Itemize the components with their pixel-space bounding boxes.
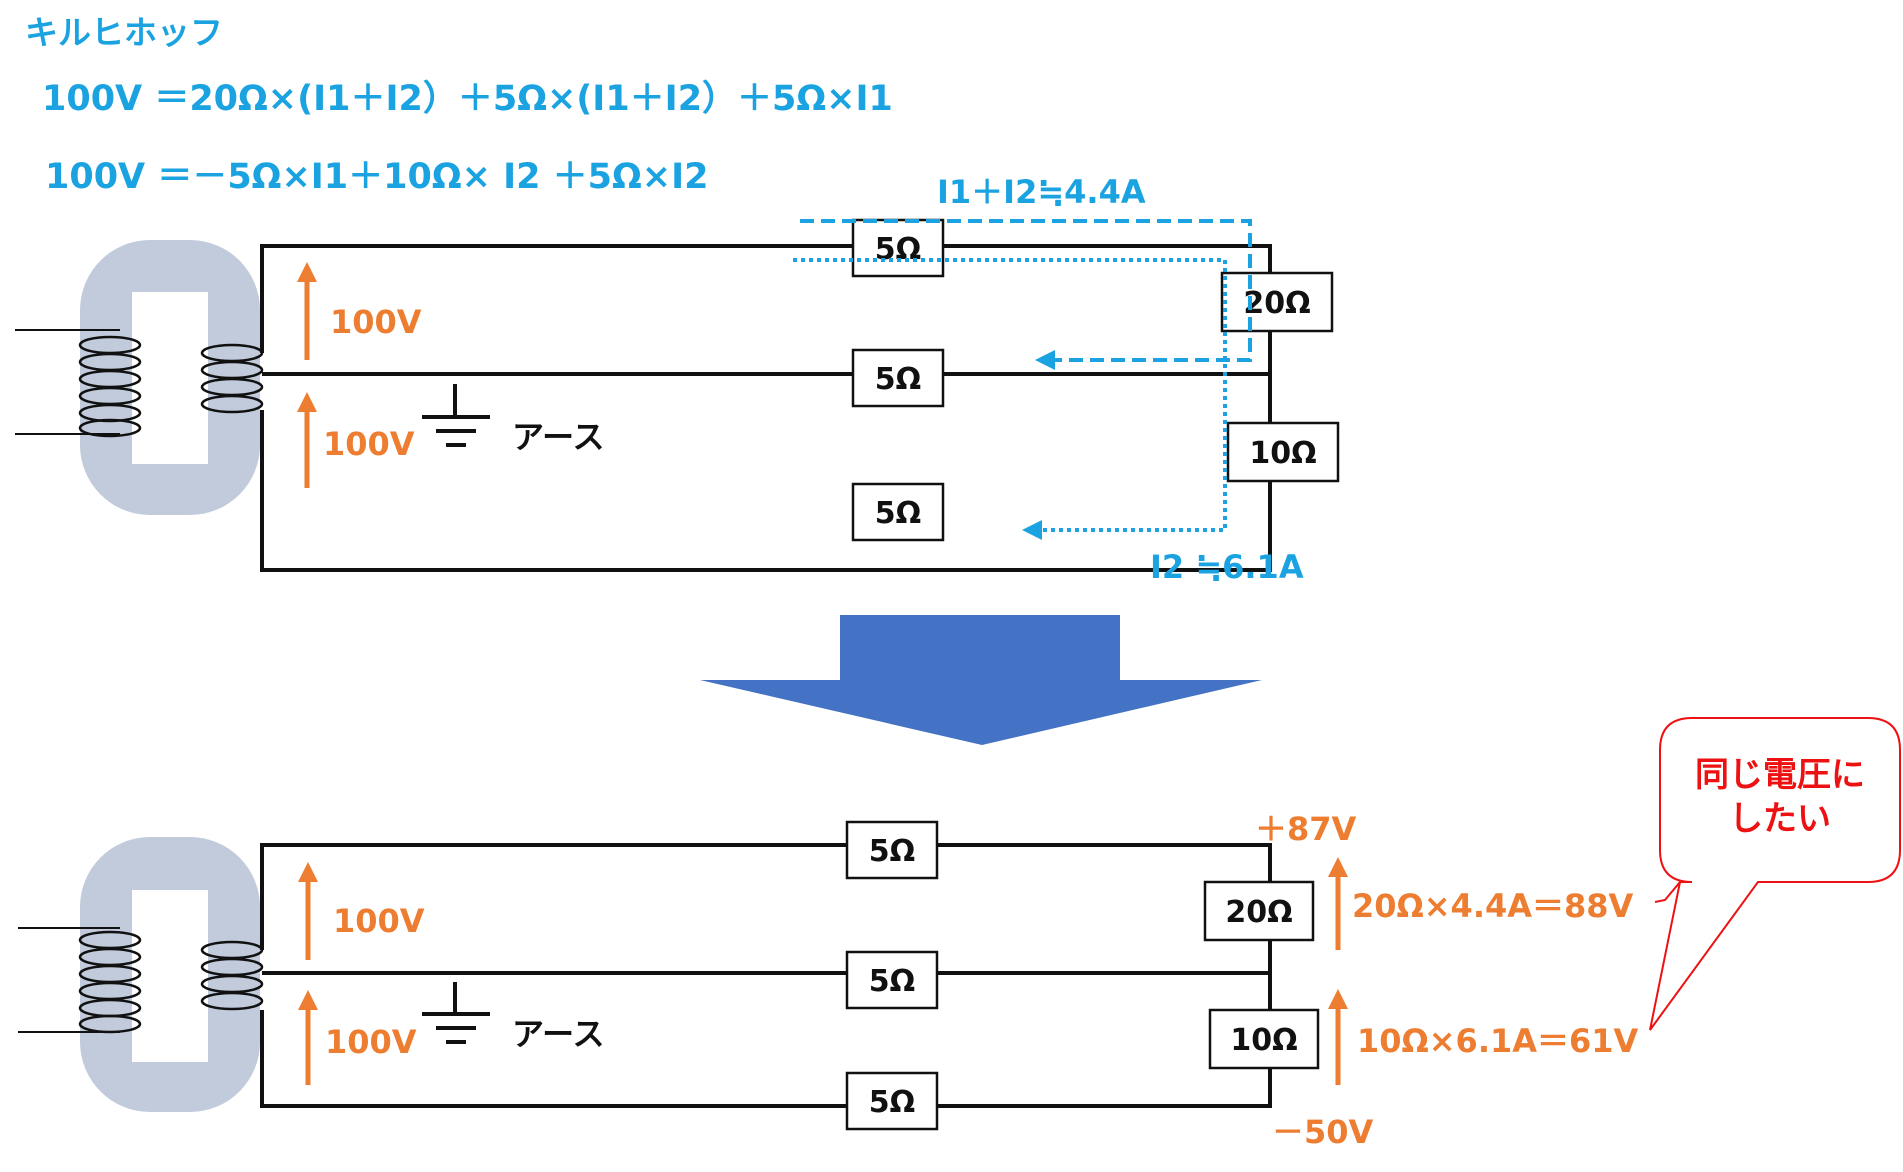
resistor-load-lower-label: 10Ω	[1230, 1023, 1297, 1058]
equation-1: 100V ＝20Ω×(I1＋I2）＋5Ω×(I1＋I2）＋5Ω×I1	[42, 79, 893, 119]
top-circuit: 100V 100V アース 5Ω 5Ω 5Ω 20Ω 10Ω I1＋I2≒4.4…	[15, 173, 1340, 586]
diagram-title: キルヒホッフ	[25, 13, 223, 52]
resistor-load-lower-label: 10Ω	[1249, 436, 1316, 471]
resistor-line-mid-label: 5Ω	[869, 964, 915, 999]
voltage-label-upper: 100V	[330, 303, 422, 341]
current-loop-2-arrowhead	[1022, 520, 1042, 540]
resistor-line-top	[845, 820, 939, 880]
current-loop-2-label: I2 ≒6.1A	[1150, 548, 1304, 586]
ground-label: アース	[512, 1015, 604, 1053]
transition-arrow	[700, 615, 1262, 745]
voltage-arrow-upper	[298, 862, 318, 960]
voltage-arrow-lower	[298, 990, 318, 1085]
resistor-line-mid	[845, 950, 939, 1010]
transformer-window	[132, 292, 208, 464]
equation-2: 100V ＝－5Ω×I1＋10Ω× I2 ＋5Ω×I2	[45, 157, 708, 197]
drop-label-upper: 20Ω×4.4A＝88V	[1352, 887, 1634, 925]
resistor-load-upper-label: 20Ω	[1243, 286, 1310, 321]
resistor-line-top	[851, 218, 945, 278]
secondary-coil	[200, 343, 264, 414]
resistor-line-top-label: 5Ω	[869, 834, 915, 869]
drop-arrow-lower	[1328, 989, 1348, 1085]
node-voltage-top: ＋87V	[1255, 810, 1357, 848]
node-voltage-bottom: －50V	[1272, 1113, 1374, 1151]
callout-bubble: 同じ電圧に したい	[1649, 717, 1901, 1031]
ground-label: アース	[512, 418, 604, 456]
callout-line-2: したい	[1729, 799, 1831, 839]
current-loop-1-arrowhead	[1035, 350, 1055, 370]
primary-coil	[78, 335, 142, 438]
ground-symbol	[422, 384, 490, 447]
transformer-window	[132, 890, 208, 1062]
callout-shape	[1649, 717, 1901, 1031]
voltage-label-lower: 100V	[323, 425, 415, 463]
resistor-line-mid	[851, 348, 945, 408]
resistor-line-bot	[851, 482, 945, 542]
callout-pointer-upper	[1654, 881, 1681, 903]
current-loop-2	[793, 258, 1227, 532]
resistor-line-bot-label: 5Ω	[875, 496, 921, 531]
resistor-load-upper	[1203, 880, 1315, 942]
primary-coil	[78, 930, 142, 1034]
resistor-load-lower	[1208, 1008, 1320, 1070]
resistor-line-bot	[845, 1071, 939, 1131]
voltage-label-upper: 100V	[333, 902, 425, 940]
current-loop-1-label: I1＋I2≒4.4A	[937, 173, 1146, 211]
resistor-load-upper	[1220, 271, 1334, 333]
resistor-load-upper-label: 20Ω	[1225, 895, 1292, 930]
resistor-load-lower	[1226, 421, 1340, 483]
drop-label-lower: 10Ω×6.1A＝61V	[1357, 1022, 1639, 1060]
wire-top	[260, 843, 1272, 1108]
ground-symbol	[422, 982, 490, 1044]
callout-line-1: 同じ電圧に	[1695, 755, 1865, 795]
drop-arrow-upper	[1328, 857, 1348, 950]
secondary-coil	[200, 940, 264, 1011]
wire-top	[260, 244, 1272, 572]
voltage-arrow-upper	[297, 262, 317, 360]
resistor-line-bot-label: 5Ω	[869, 1085, 915, 1120]
voltage-label-lower: 100V	[325, 1023, 417, 1061]
voltage-arrow-lower	[297, 392, 317, 488]
bottom-circuit: 100V 100V アース 5Ω 5Ω 5Ω 20Ω 10Ω ＋87V －50V	[18, 810, 1639, 1151]
resistor-line-mid-label: 5Ω	[875, 362, 921, 397]
